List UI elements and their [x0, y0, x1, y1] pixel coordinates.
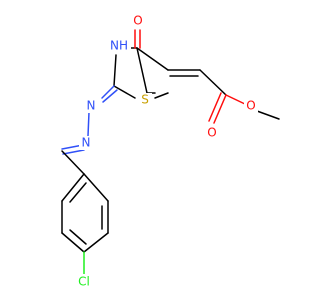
bond	[154, 92, 169, 99]
bond	[69, 229, 87, 245]
svg-text:N: N	[87, 99, 96, 113]
atom-o-ester-carbonyl: O	[205, 126, 219, 140]
atom-n-hydrazone-2: N	[79, 136, 93, 150]
atom-s-ring: S	[138, 93, 152, 107]
bond	[102, 89, 118, 103]
bond	[113, 54, 117, 87]
bond	[61, 150, 85, 175]
bond	[208, 92, 222, 122]
atom-cl: Cl	[72, 274, 96, 290]
svg-text:S: S	[141, 93, 149, 107]
bond	[101, 85, 115, 99]
atom-o-ester-ether: O	[244, 99, 258, 113]
bond	[61, 232, 85, 253]
svg-text:NH: NH	[110, 39, 128, 53]
molecule-structure: O NH N N S O O Cl	[61, 14, 280, 290]
atom-nh-ring: NH	[107, 38, 131, 54]
bond	[69, 182, 87, 203]
svg-text:O: O	[207, 126, 216, 140]
svg-text:O: O	[133, 14, 142, 28]
bond	[136, 47, 148, 94]
structure-canvas: O NH N N S O O Cl	[61, 14, 280, 290]
bond	[136, 47, 169, 71]
bond	[87, 111, 90, 137]
svg-text:Cl: Cl	[78, 275, 90, 289]
bond	[83, 232, 109, 253]
bond	[256, 110, 280, 120]
svg-text:N: N	[82, 136, 91, 150]
bond	[199, 69, 227, 96]
svg-text:O: O	[246, 99, 255, 113]
atom-n-hydrazone-1: N	[84, 99, 98, 113]
bond	[113, 85, 136, 99]
bond	[61, 173, 85, 202]
bond	[213, 94, 227, 124]
bond	[225, 94, 248, 106]
bond	[62, 149, 85, 155]
bond	[83, 173, 109, 202]
atom-o-keto: O	[131, 14, 145, 28]
